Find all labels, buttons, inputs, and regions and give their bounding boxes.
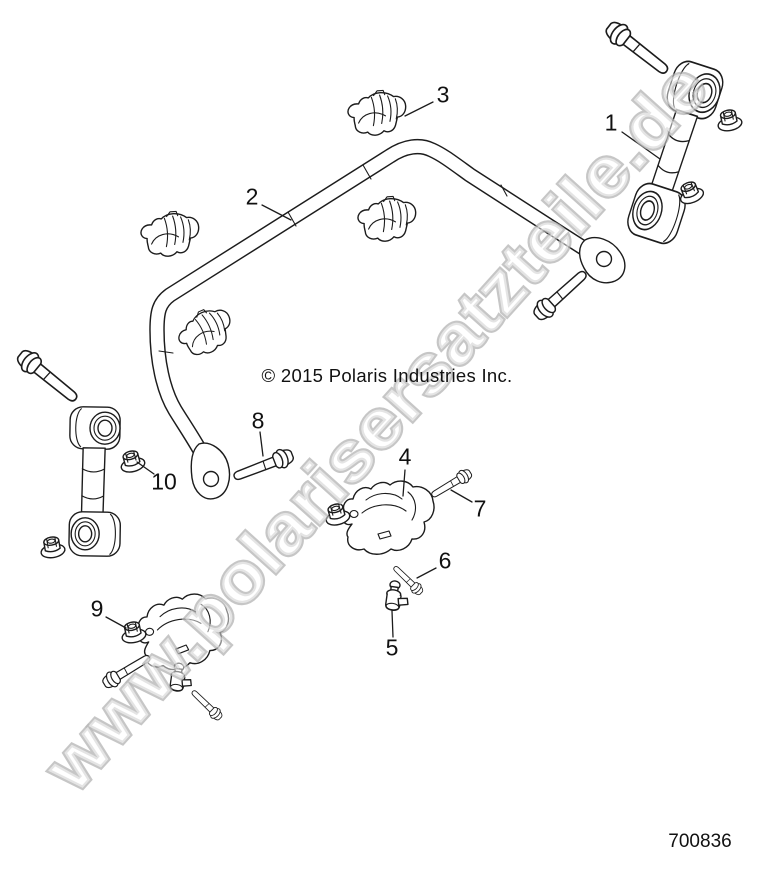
part-end-link-left: [67, 405, 124, 558]
part-bushing-left-upper: [138, 207, 201, 260]
callout-leader-lines: [105, 101, 661, 638]
callout-6: 6: [438, 547, 452, 574]
part-bushing-top: [345, 86, 408, 139]
callout-9: 9: [90, 595, 104, 622]
callout-1: 1: [604, 109, 618, 136]
part-bushing-middle: [355, 192, 418, 245]
part-bolt-7: [428, 466, 475, 502]
callout-4: 4: [398, 443, 412, 470]
callout-8: 8: [251, 407, 265, 434]
part-stabilizer-bar: [149, 138, 626, 500]
callout-2: 2: [245, 183, 259, 210]
part-nut-link-right-top: [714, 107, 744, 134]
part-number: 700836: [668, 831, 732, 852]
callout-10: 10: [151, 468, 177, 495]
part-fitting-5: [383, 579, 412, 614]
part-bolt-bracket-left-b: [188, 686, 225, 723]
copyright-text: © 2015 Polaris Industries Inc.: [261, 365, 513, 386]
part-nut-link-left-lower: [38, 534, 67, 561]
callout-7: 7: [473, 495, 487, 522]
part-nut-10: [117, 447, 147, 476]
part-bolt-link-left: [12, 345, 84, 409]
part-bushing-left-lower: [172, 303, 238, 360]
callout-5: 5: [385, 634, 399, 661]
callout-3: 3: [436, 81, 450, 108]
